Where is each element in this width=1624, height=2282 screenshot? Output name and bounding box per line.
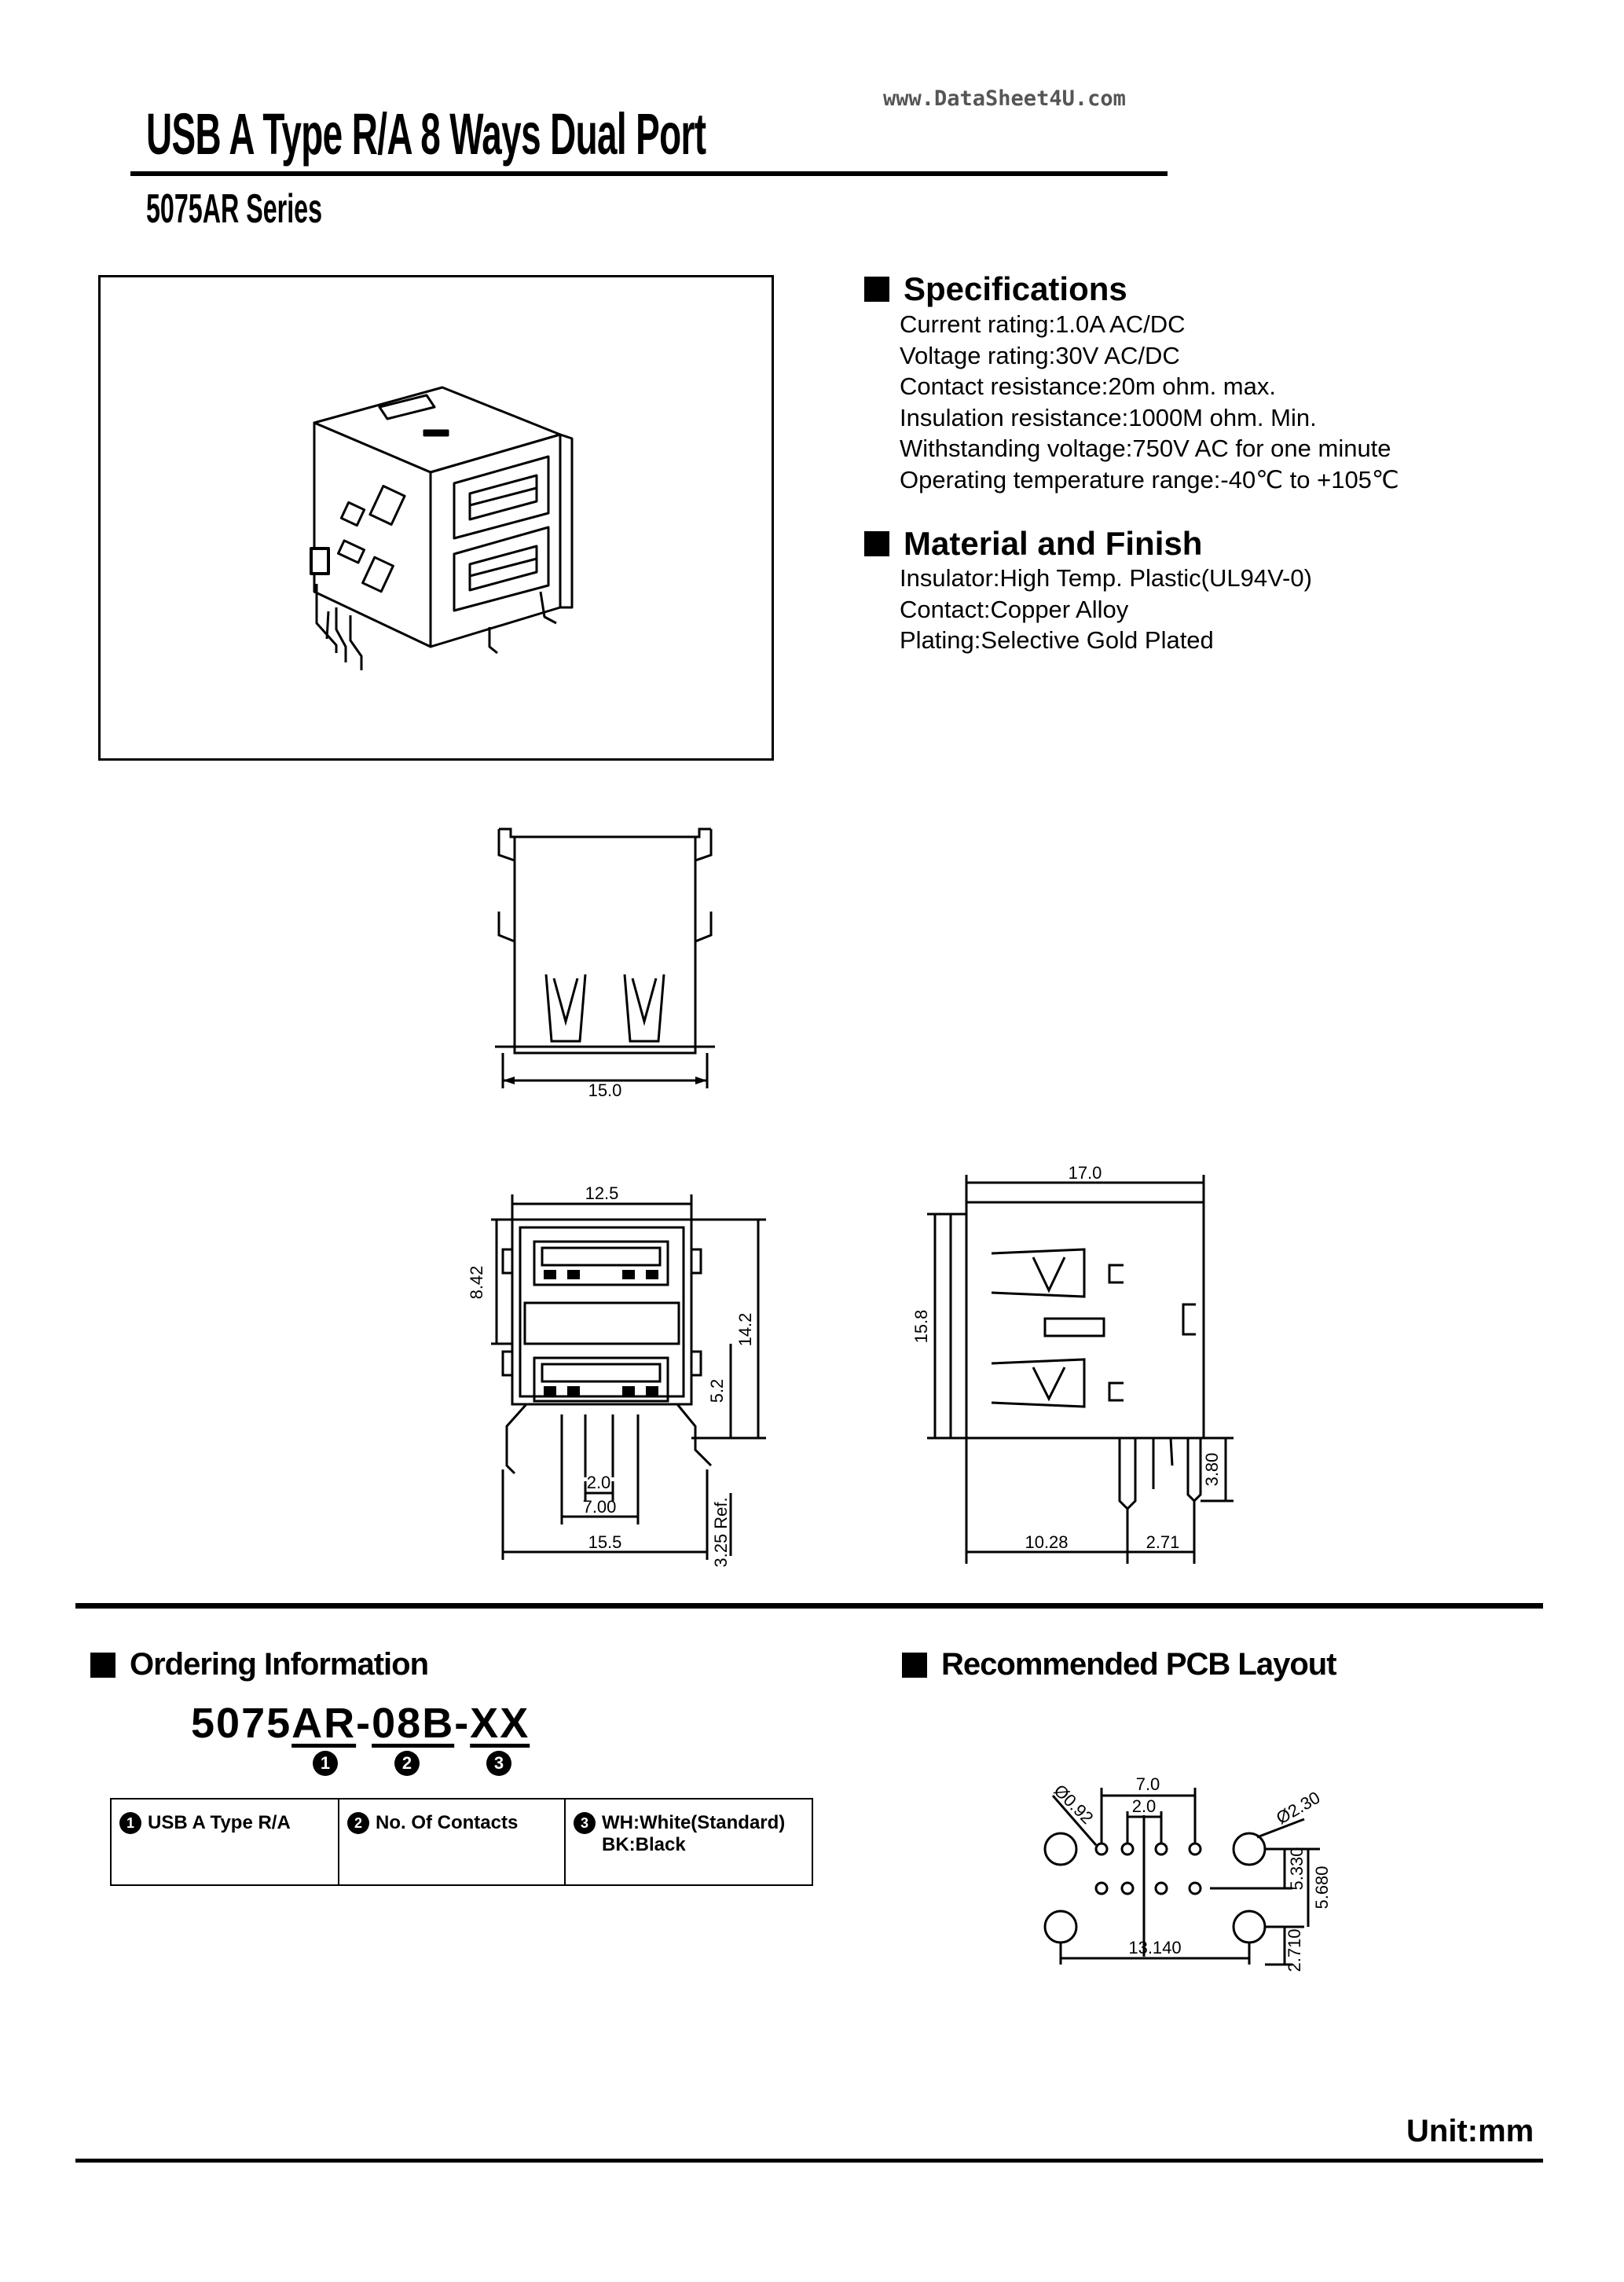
material-item: Contact:Copper Alloy [900,595,1129,623]
part-segment-2: 08B [372,1700,455,1747]
ordering-cell: 3 WH:White(Standard) BK:Black [566,1800,812,1884]
pcb-heading-text: Recommended PCB Layout [941,1647,1337,1682]
bullet-square-icon [864,531,889,556]
side-height-label: 15.8 [911,1310,931,1344]
material-heading-text: Material and Finish [904,525,1203,562]
pcb-heading: Recommended PCB Layout [902,1647,1337,1682]
cell-marker: 3 [574,1812,596,1834]
material-item: Plating:Selective Gold Plated [900,626,1214,654]
ordering-heading: Ordering Information [90,1647,429,1682]
ordering-cell: 2 No. Of Contacts [339,1800,566,1884]
ordering-cell-text: No. Of Contacts [376,1812,519,1833]
pcb-row1-label: 5.330 [1287,1847,1307,1890]
front-lower-offset-label: 5.2 [707,1379,727,1403]
segment-3-marker: 3 [486,1751,511,1776]
connector-isometric-illustration [310,386,574,670]
bullet-square-icon [90,1652,115,1678]
spec-item: Withstanding voltage:750V AC for one min… [900,435,1391,462]
ordering-cell-text: WH:White(Standard) [602,1812,786,1833]
section-divider [75,1603,1543,1609]
unit-label: Unit:mm [1406,2114,1534,2148]
pcb-layout-drawing: Ø0.92 Ø2.30 7.0 2.0 5.330 5.680 13.140 2… [1043,1774,1332,1972]
spec-item: Voltage rating:30V AC/DC [900,341,1180,369]
spec-item: Contact resistance:20m ohm. max. [900,372,1276,400]
front-total-height-label: 14.2 [735,1313,755,1347]
spec-item: Current rating:1.0A AC/DC [900,310,1186,338]
side-view-drawing: 17.0 15.8 3.80 10.28 2.71 [911,1163,1234,1564]
front-top-width-label: 12.5 [585,1183,619,1203]
pcb-row2-label: 5.680 [1312,1866,1332,1909]
ordering-cell-text: BK:Black [602,1834,686,1855]
specifications-list: Current rating:1.0A AC/DC Voltage rating… [900,309,1399,495]
document-title: USB A Type R/A 8 Ways Dual Port [146,101,706,167]
pcb-offset-label: 2.710 [1285,1928,1304,1972]
footer-rule [75,2159,1543,2163]
specifications-heading-text: Specifications [904,270,1127,307]
ordering-cell: 1 USB A Type R/A [112,1800,339,1884]
cell-marker: 2 [347,1812,369,1834]
title-rule [130,171,1168,176]
front-port-height-label: 8.42 [467,1266,486,1300]
ordering-table: 1 USB A Type R/A 2 No. Of Contacts 3 WH:… [110,1798,813,1886]
pcb-span-label: 7.0 [1136,1774,1160,1794]
top-view-drawing: 15.0 [495,827,715,1100]
bullet-square-icon [864,277,889,302]
bullet-square-icon [902,1652,927,1678]
front-pin-span-label: 7.00 [583,1497,617,1517]
part-separator: - [454,1700,471,1747]
front-ref-label: 3.25 Ref. [711,1497,731,1567]
material-item: Insulator:High Temp. Plastic(UL94V-0) [900,564,1312,592]
part-segment-3: XX [470,1700,530,1747]
top-width-label: 15.0 [588,1080,622,1100]
part-prefix: 5075 [191,1700,292,1747]
front-bottom-width-label: 15.5 [588,1532,622,1552]
part-separator: - [356,1700,372,1747]
side-front-offset-label: 10.28 [1025,1532,1068,1552]
material-heading: Material and Finish [864,525,1202,563]
side-pin-length-label: 3.80 [1202,1453,1222,1487]
ordering-heading-text: Ordering Information [130,1647,429,1682]
part-segment-1: AR [291,1700,357,1747]
specifications-heading: Specifications [864,270,1127,308]
part-number: 5075AR-08B-XX [191,1699,530,1748]
cell-marker: 1 [119,1812,141,1834]
segment-2-marker: 2 [394,1751,420,1776]
segment-1-marker: 1 [313,1751,338,1776]
material-list: Insulator:High Temp. Plastic(UL94V-0) Co… [900,563,1312,656]
series-name: 5075AR Series [146,186,323,232]
side-depth-label: 17.0 [1069,1163,1102,1183]
ordering-cell-text: USB A Type R/A [148,1812,291,1833]
spec-item: Insulation resistance:1000M ohm. Min. [900,403,1317,431]
pcb-width-label: 13.140 [1128,1938,1181,1957]
front-view-drawing: 12.5 8.42 14.2 5.2 2.0 7.00 15.5 3.25 Re… [467,1183,766,1568]
website-watermark: www.DataSheet4U.com [883,86,1126,111]
pcb-pitch-label: 2.0 [1132,1796,1157,1816]
spec-item: Operating temperature range:-40℃ to +105… [900,465,1399,493]
side-rear-offset-label: 2.71 [1146,1532,1180,1552]
product-image-frame [98,275,774,761]
front-pitch-label: 2.0 [587,1473,611,1492]
